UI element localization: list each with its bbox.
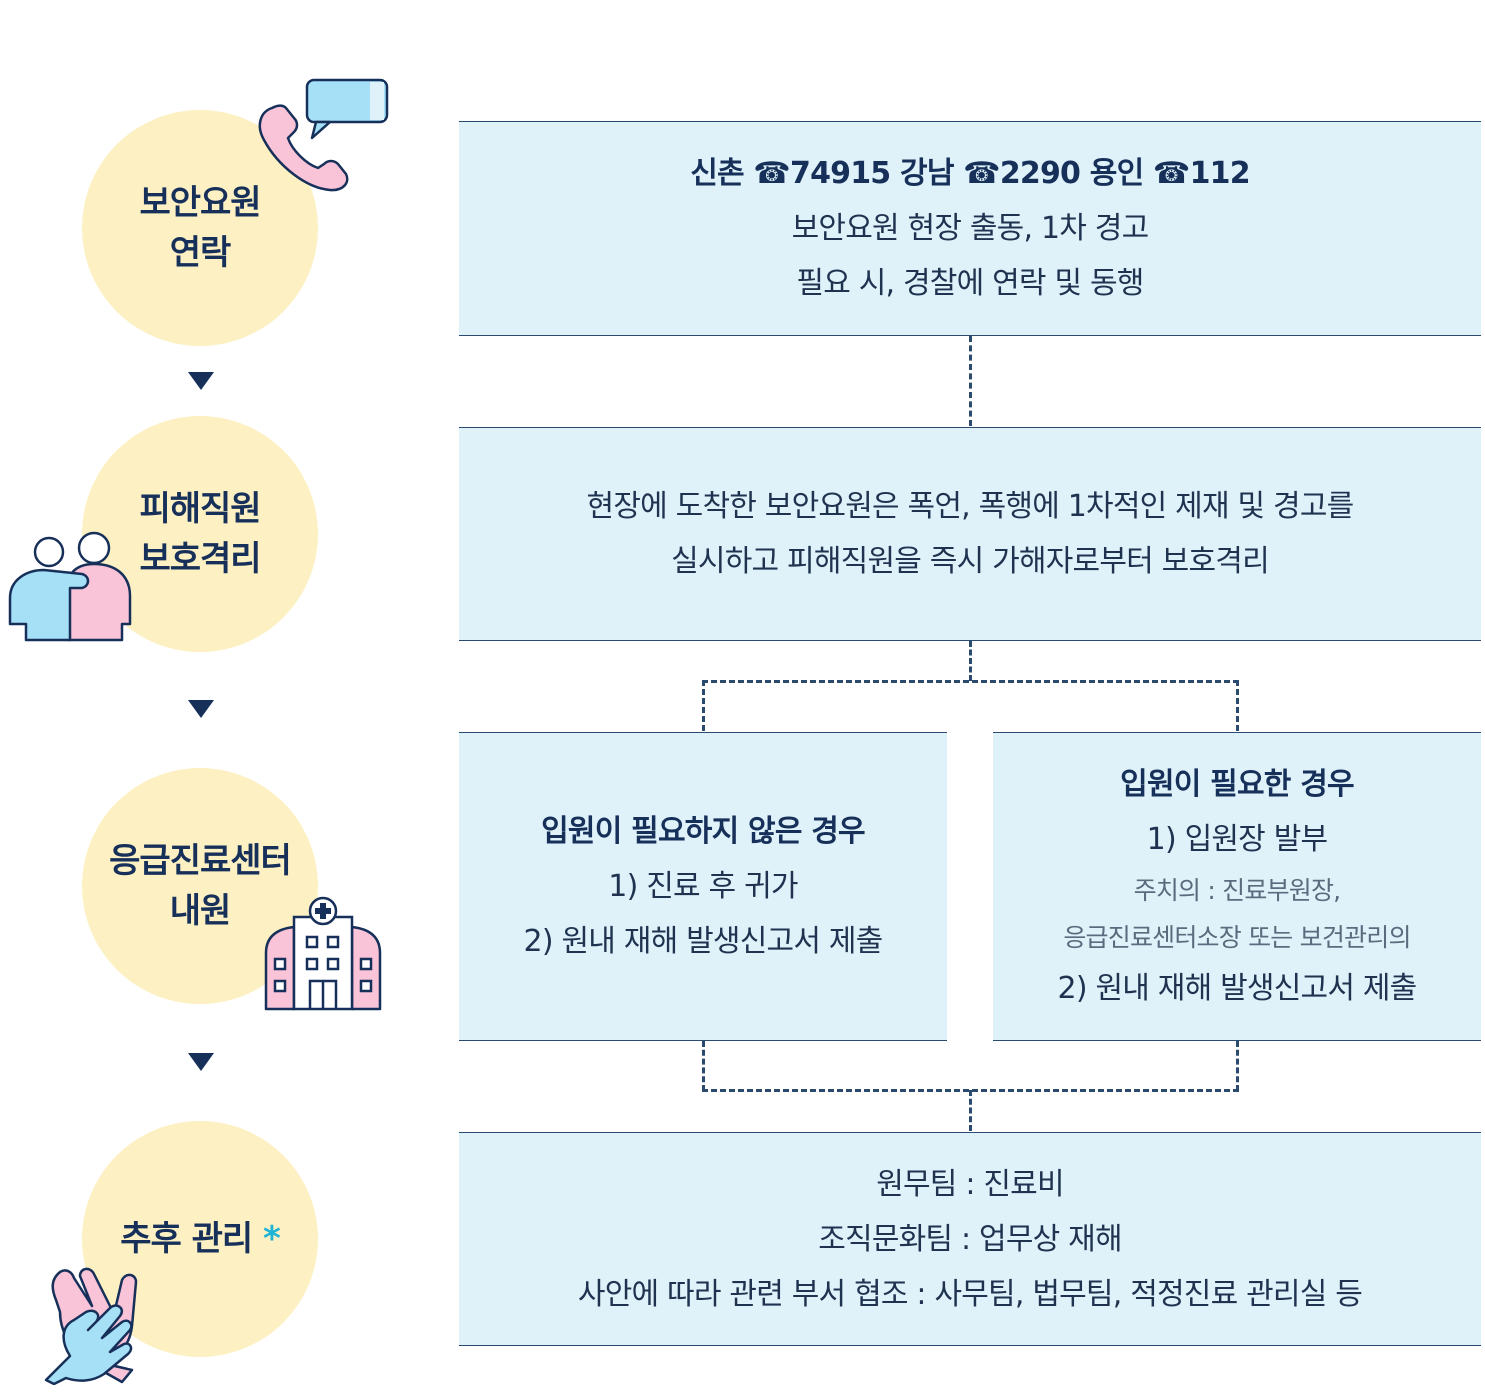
connector-line [969,336,972,426]
step-label: 응급진료센터 [109,841,292,881]
step-label: 추후 관리 * [120,1214,281,1264]
step-label: 내원 [169,891,232,931]
case-note: 응급진료센터소장 또는 보건관리의 [1063,923,1411,952]
hands-icon [44,1267,138,1385]
phone-extensions: 신촌 ☎74915 강남 ☎2290 용인 ☎112 [690,156,1250,191]
connector-line [1236,1041,1239,1091]
case-item: 1) 진료 후 귀가 [608,869,798,904]
down-arrow-icon [188,700,214,718]
box-admission: 입원이 필요한 경우 1) 입원장 발부 주치의 : 진료부원장, 응급진료센터… [993,732,1481,1041]
box-text: 보안요원 현장 출동, 1차 경고 [791,211,1150,246]
box-text: 현장에 도착한 보안요원은 폭언, 폭행에 1차적인 제재 및 경고를 [586,489,1355,524]
box-text: 사안에 따라 관련 부서 협조 : 사무팀, 법무팀, 적정진료 관리실 등 [577,1276,1363,1312]
connector-line [702,680,705,731]
step-label-text: 추후 관리 [120,1219,253,1259]
case-item: 1) 입원장 발부 [1146,822,1328,857]
step-label: 보안요원 [139,183,261,223]
box-text: 필요 시, 경찰에 연락 및 동행 [796,266,1144,301]
down-arrow-icon [188,1053,214,1071]
step-label: 보호격리 [139,539,261,579]
case-item: 2) 원내 재해 발생신고서 제출 [1057,971,1418,1006]
connector-line [1236,680,1239,731]
down-arrow-icon [188,372,214,390]
box-text: 실시하고 피해직원을 즉시 가해자로부터 보호격리 [671,544,1270,579]
connector-line [702,1041,705,1091]
case-note: 주치의 : 진료부원장, [1133,876,1341,905]
asterisk-mark: * [263,1219,281,1259]
case-item: 2) 원내 재해 발생신고서 제출 [523,924,884,959]
box-no-admission: 입원이 필요하지 않은 경우 1) 진료 후 귀가 2) 원내 재해 발생신고서… [459,732,947,1041]
step-label: 연락 [169,233,232,273]
embracing-people-icon [8,531,132,642]
box-follow-up: 원무팀 : 진료비 조직문화팀 : 업무상 재해 사안에 따라 관련 부서 협조… [459,1132,1481,1346]
step-label: 피해직원 [139,489,261,529]
box-security-contact: 신촌 ☎74915 강남 ☎2290 용인 ☎112 보안요원 현장 출동, 1… [459,121,1481,336]
connector-line [969,641,972,681]
connector-line [702,680,1239,683]
box-victim-protection: 현장에 도착한 보안요원은 폭언, 폭행에 1차적인 제재 및 경고를 실시하고… [459,427,1481,641]
case-title: 입원이 필요한 경우 [1120,767,1355,802]
hospital-icon [264,896,382,1011]
case-title: 입원이 필요하지 않은 경우 [541,814,866,849]
phone-icon [258,78,389,192]
box-text: 원무팀 : 진료비 [876,1166,1064,1202]
connector-line [969,1090,972,1131]
box-text: 조직문화팀 : 업무상 재해 [818,1221,1122,1257]
